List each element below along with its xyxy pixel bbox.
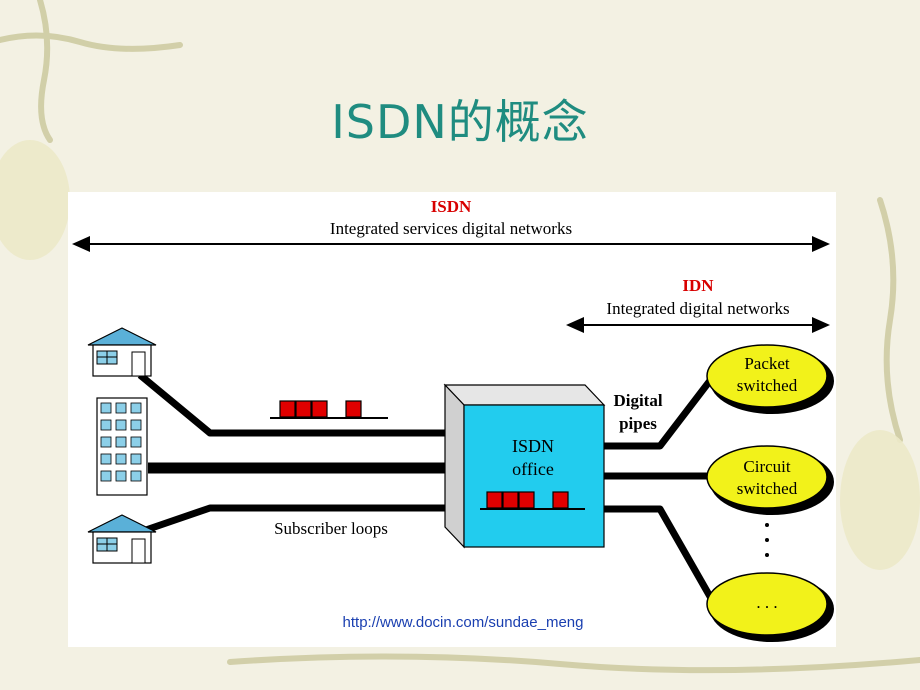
circuit-switched-line1: Circuit bbox=[743, 457, 790, 476]
isdn-description: Integrated services digital networks bbox=[330, 219, 572, 238]
subscriber-loop-top bbox=[137, 372, 458, 437]
subscriber-loop-bottom bbox=[138, 504, 458, 536]
other-network-node bbox=[706, 572, 834, 642]
isdn-label: ISDN bbox=[431, 197, 472, 216]
vertical-ellipsis bbox=[765, 523, 769, 557]
circuit-switched-line2: switched bbox=[737, 479, 798, 498]
office-label-line1: ISDN bbox=[512, 436, 554, 456]
packet-switched-line1: Packet bbox=[744, 354, 790, 373]
packet-switched-node bbox=[706, 344, 834, 414]
house-icon bbox=[87, 514, 157, 564]
other-network-label: . . . bbox=[756, 593, 777, 612]
vine-decoration-bottom bbox=[227, 653, 920, 674]
packet-train-loop bbox=[270, 400, 388, 419]
subscriber-loops-label: Subscriber loops bbox=[274, 519, 388, 538]
digital-pipe-packet bbox=[604, 375, 715, 450]
building-icon bbox=[96, 397, 148, 496]
digital-pipes-label-line2: pipes bbox=[619, 414, 657, 433]
digital-pipes-label-line1: Digital bbox=[613, 391, 662, 410]
house-icon bbox=[87, 327, 157, 377]
circuit-switched-node bbox=[706, 445, 834, 515]
vine-decoration-top bbox=[0, 32, 183, 52]
page-title: ISDN的概念 bbox=[331, 95, 589, 149]
vine-decoration-left bbox=[37, 0, 53, 143]
idn-description: Integrated digital networks bbox=[606, 299, 789, 318]
packet-switched-line2: switched bbox=[737, 376, 798, 395]
idn-span-arrow bbox=[566, 317, 830, 333]
office-label-line2: office bbox=[512, 459, 554, 479]
digital-pipe-other bbox=[604, 505, 716, 602]
source-url-link[interactable]: http://www.docin.com/sundae_meng bbox=[342, 614, 584, 631]
isdn-span-arrow bbox=[72, 236, 830, 252]
isdn-office-box bbox=[443, 383, 606, 549]
idn-label: IDN bbox=[682, 276, 714, 295]
vine-decoration-right bbox=[877, 197, 903, 443]
